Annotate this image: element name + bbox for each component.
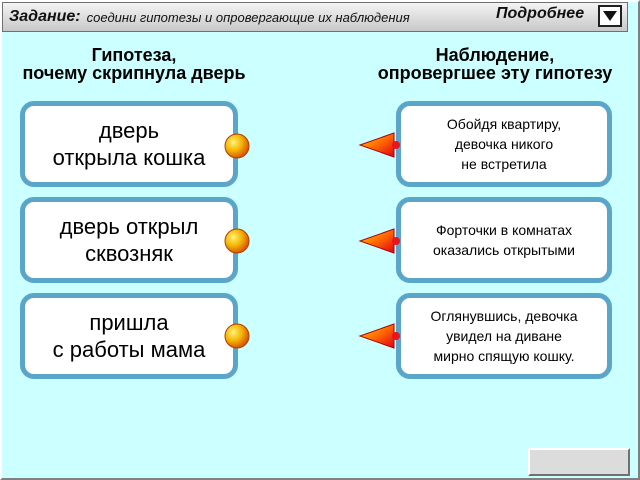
observation-header-line: опровергшее эту гипотезу: [377, 63, 613, 83]
triangle-down-icon: [603, 11, 617, 21]
observation-text: оказались открытыми: [432, 242, 575, 258]
observation-text: не встретила: [461, 156, 547, 172]
task-text: соедини гипотезы и опровергающие их набл…: [86, 9, 410, 25]
observation-box[interactable]: Обойдя квартиру, девочка никого не встре…: [396, 101, 612, 187]
observation-header-line: Наблюдение,: [435, 45, 555, 65]
observation-box[interactable]: Оглянувшись, девочка увидел на диване ми…: [396, 293, 612, 379]
observation-text: Оглянувшись, девочка: [430, 308, 578, 324]
observation-text: увидел на диване: [446, 328, 562, 344]
hypothesis-box[interactable]: дверь открыла кошка: [20, 101, 238, 187]
hypothesis-text: дверь открыл: [59, 214, 199, 239]
orange-circle-icon[interactable]: [222, 321, 252, 351]
details-label[interactable]: Подробнее: [496, 5, 585, 22]
orange-circle-icon[interactable]: [222, 131, 252, 161]
observation-text: девочка никого: [454, 136, 554, 152]
hypothesis-header: Гипотеза, почему скрипнула дверь: [2, 46, 266, 82]
orange-circle-icon[interactable]: [222, 226, 252, 256]
hypothesis-text: сквозняк: [85, 241, 173, 266]
red-arrow-icon[interactable]: [358, 130, 402, 160]
hypothesis-text: с работы мама: [52, 337, 206, 362]
hypothesis-text: открыла кошка: [52, 145, 206, 170]
red-arrow-icon[interactable]: [358, 321, 402, 351]
hypothesis-header-line: почему скрипнула дверь: [22, 63, 246, 83]
observation-header: Наблюдение, опровергшее эту гипотезу: [352, 46, 638, 82]
observation-text: мирно спящую кошку.: [433, 348, 575, 364]
red-arrow-icon[interactable]: [358, 226, 402, 256]
hypothesis-box[interactable]: дверь открыл сквозняк: [20, 197, 238, 283]
observation-box[interactable]: Форточки в комнатах оказались открытыми: [396, 197, 612, 283]
hypothesis-text: пришла: [89, 310, 169, 335]
task-bar: Задание: соедини гипотезы и опровергающи…: [2, 2, 628, 32]
hypothesis-box[interactable]: пришла с работы мама: [20, 293, 238, 379]
hypothesis-text: дверь: [98, 118, 160, 143]
observation-text: Форточки в комнатах: [435, 222, 573, 238]
task-label: Задание:: [9, 8, 81, 25]
observation-text: Обойдя квартиру,: [446, 116, 562, 132]
details-dropdown-button[interactable]: [598, 5, 622, 27]
hypothesis-header-line: Гипотеза,: [91, 45, 177, 65]
nav-button[interactable]: [528, 448, 630, 476]
